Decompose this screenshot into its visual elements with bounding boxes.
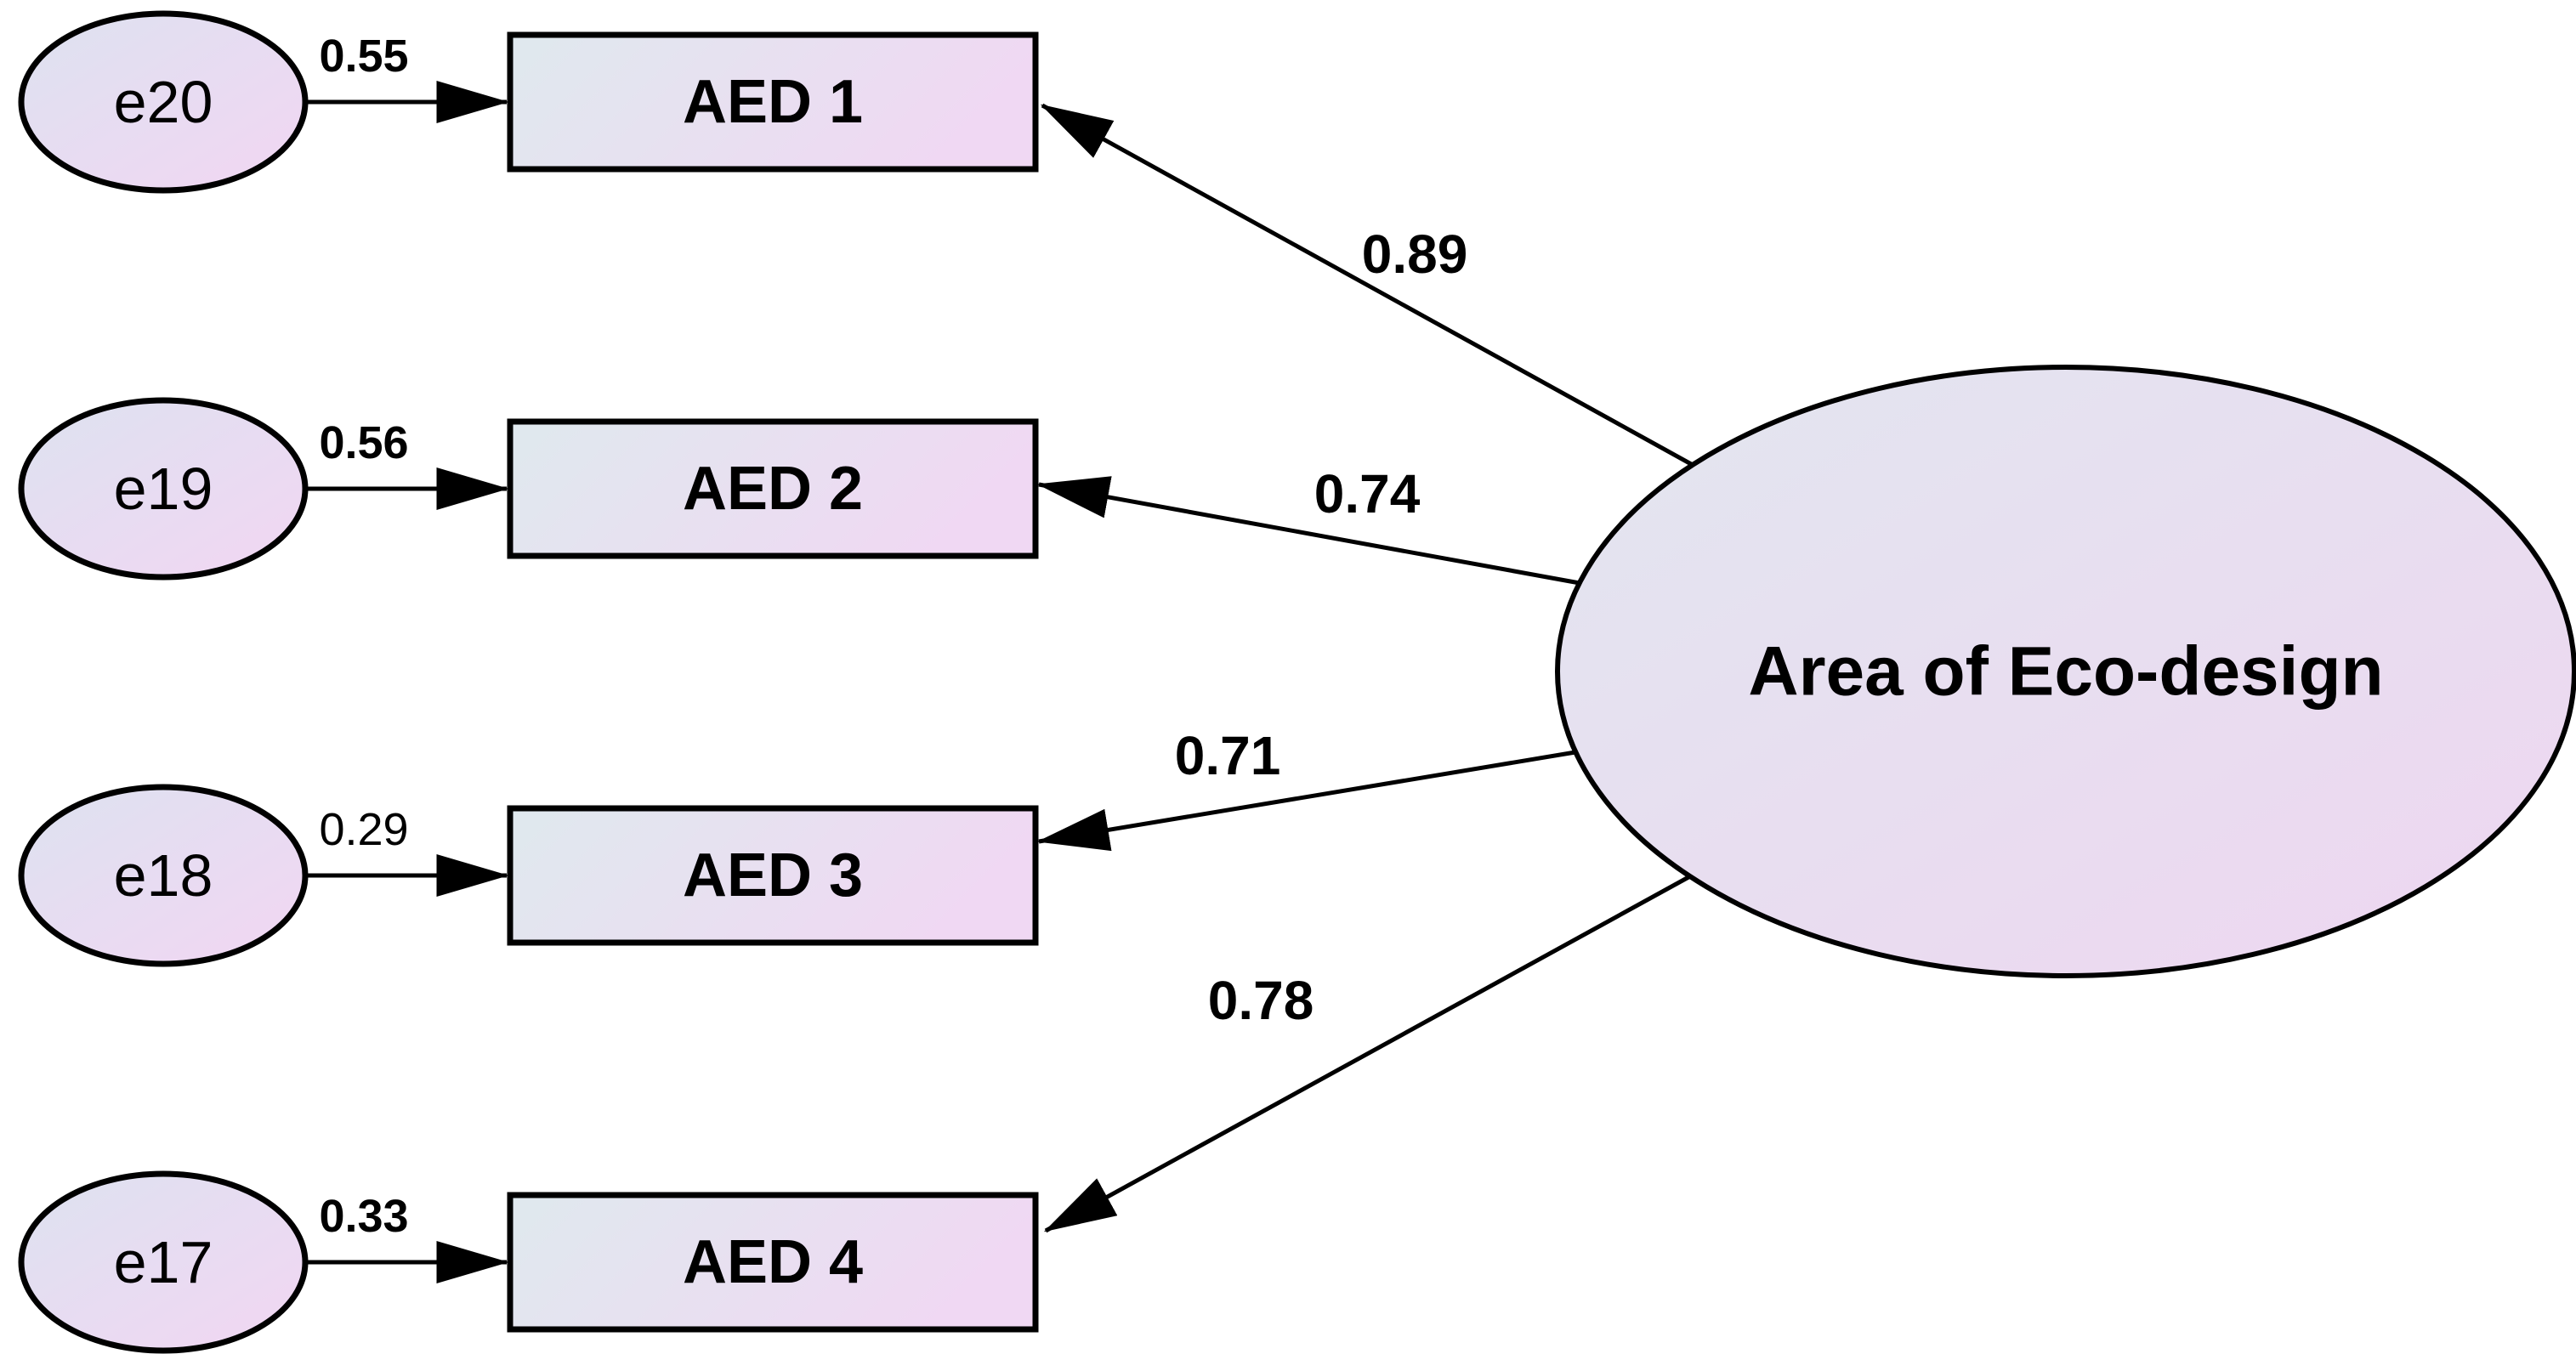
indicator-box-aed1 [507, 31, 1039, 173]
loading-arrow-aed4 [1043, 874, 1692, 1233]
loading-value-aed3: 0.71 [1175, 725, 1281, 786]
loading-value-aed2: 0.74 [1314, 463, 1421, 524]
error-value-e20: 0.55 [319, 31, 408, 82]
error-value-e17: 0.33 [319, 1191, 408, 1242]
indicator-box-aed3 [507, 805, 1039, 946]
error-label-e20: e20 [114, 69, 213, 135]
indicator-label-aed4: AED 4 [683, 1228, 863, 1296]
loading-arrow-aed3 [1036, 750, 1576, 852]
indicator-label-aed3: AED 3 [683, 841, 863, 909]
error-value-e19: 0.56 [319, 417, 408, 468]
indicator-box-aed2 [507, 418, 1039, 559]
error-value-e18: 0.29 [319, 804, 408, 855]
loading-arrow-aed1 [1040, 103, 1694, 467]
error-label-e17: e17 [114, 1229, 213, 1295]
error-label-e18: e18 [114, 842, 213, 909]
latent-ellipse [1555, 365, 2576, 978]
indicator-box-aed4 [507, 1192, 1039, 1333]
indicator-label-aed1: AED 1 [683, 68, 863, 136]
latent-label: Area of Eco-design [1748, 633, 2383, 711]
loading-value-aed4: 0.78 [1208, 970, 1314, 1031]
indicator-label-aed2: AED 2 [683, 455, 863, 523]
loading-arrow-aed2 [1036, 476, 1580, 586]
loading-value-aed1: 0.89 [1362, 224, 1468, 285]
error-label-e19: e19 [114, 456, 213, 522]
